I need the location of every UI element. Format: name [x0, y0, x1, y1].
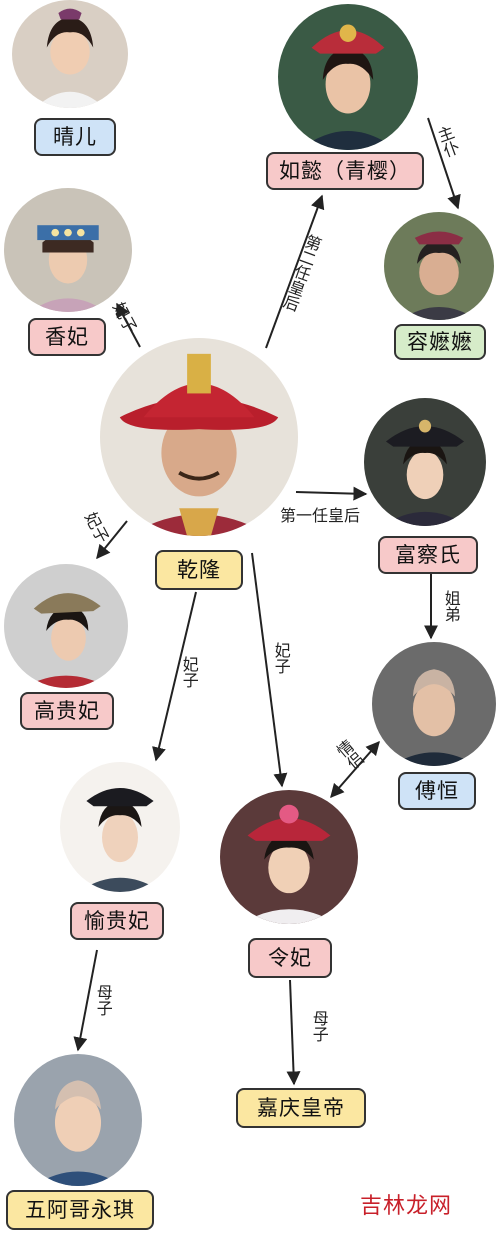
- arrow-ruyi-rongmomo: [427, 117, 461, 210]
- relation-fucha: 第一任皇后: [280, 506, 361, 525]
- portrait-yuguifei: [60, 762, 180, 892]
- portrait-ruyi: [278, 4, 418, 150]
- relation-yuguifei: 妃子: [179, 656, 199, 688]
- relation-jiaqing: 母子: [309, 1010, 329, 1042]
- arrow-to-xiangfei: [116, 302, 141, 348]
- portrait-yongqi: [14, 1054, 142, 1186]
- label-xiangfei: 香妃: [28, 318, 106, 356]
- portrait-fuheng: [372, 642, 496, 766]
- label-yuguifei: 愉贵妃: [70, 902, 164, 940]
- label-qinger: 晴儿: [34, 118, 116, 156]
- label-rongmomo: 容嬷嬷: [394, 324, 486, 360]
- arrow-to-gaoguifei: [96, 520, 128, 560]
- label-yongqi: 五阿哥永琪: [6, 1190, 154, 1230]
- portrait-xiangfei: [4, 188, 132, 312]
- portrait-qinger: [12, 0, 128, 108]
- arrow-to-lingfei: [251, 552, 288, 788]
- relation-yongqi: 母子: [93, 984, 113, 1016]
- label-jiaqing: 嘉庆皇帝: [236, 1088, 366, 1128]
- portrait-qianlong: [100, 338, 298, 536]
- label-qianlong: 乾隆: [155, 550, 243, 590]
- arrow-to-yongqi: [73, 949, 98, 1052]
- portrait-fucha: [364, 398, 486, 526]
- arrow-fuheng-lingfei: [330, 740, 380, 799]
- label-fuheng: 傅恒: [398, 772, 476, 810]
- arrow-to-fucha: [295, 486, 368, 501]
- label-fucha: 富察氏: [378, 536, 478, 574]
- label-lingfei: 令妃: [248, 938, 332, 978]
- portrait-rongmomo: [384, 212, 494, 320]
- relation-lingfei: 妃子: [271, 642, 291, 674]
- watermark: 吉林龙网: [360, 1194, 453, 1219]
- portrait-gaoguifei: [4, 564, 128, 688]
- relation-fuheng-sibling: 姐弟: [441, 590, 461, 622]
- arrow-to-ruyi: [265, 194, 325, 349]
- arrow-to-jiaqing: [286, 979, 301, 1086]
- arrow-to-yuguifei: [152, 591, 197, 762]
- label-ruyi: 如懿（青樱）: [266, 152, 424, 190]
- label-gaoguifei: 高贵妃: [20, 692, 114, 730]
- portrait-lingfei: [220, 790, 358, 924]
